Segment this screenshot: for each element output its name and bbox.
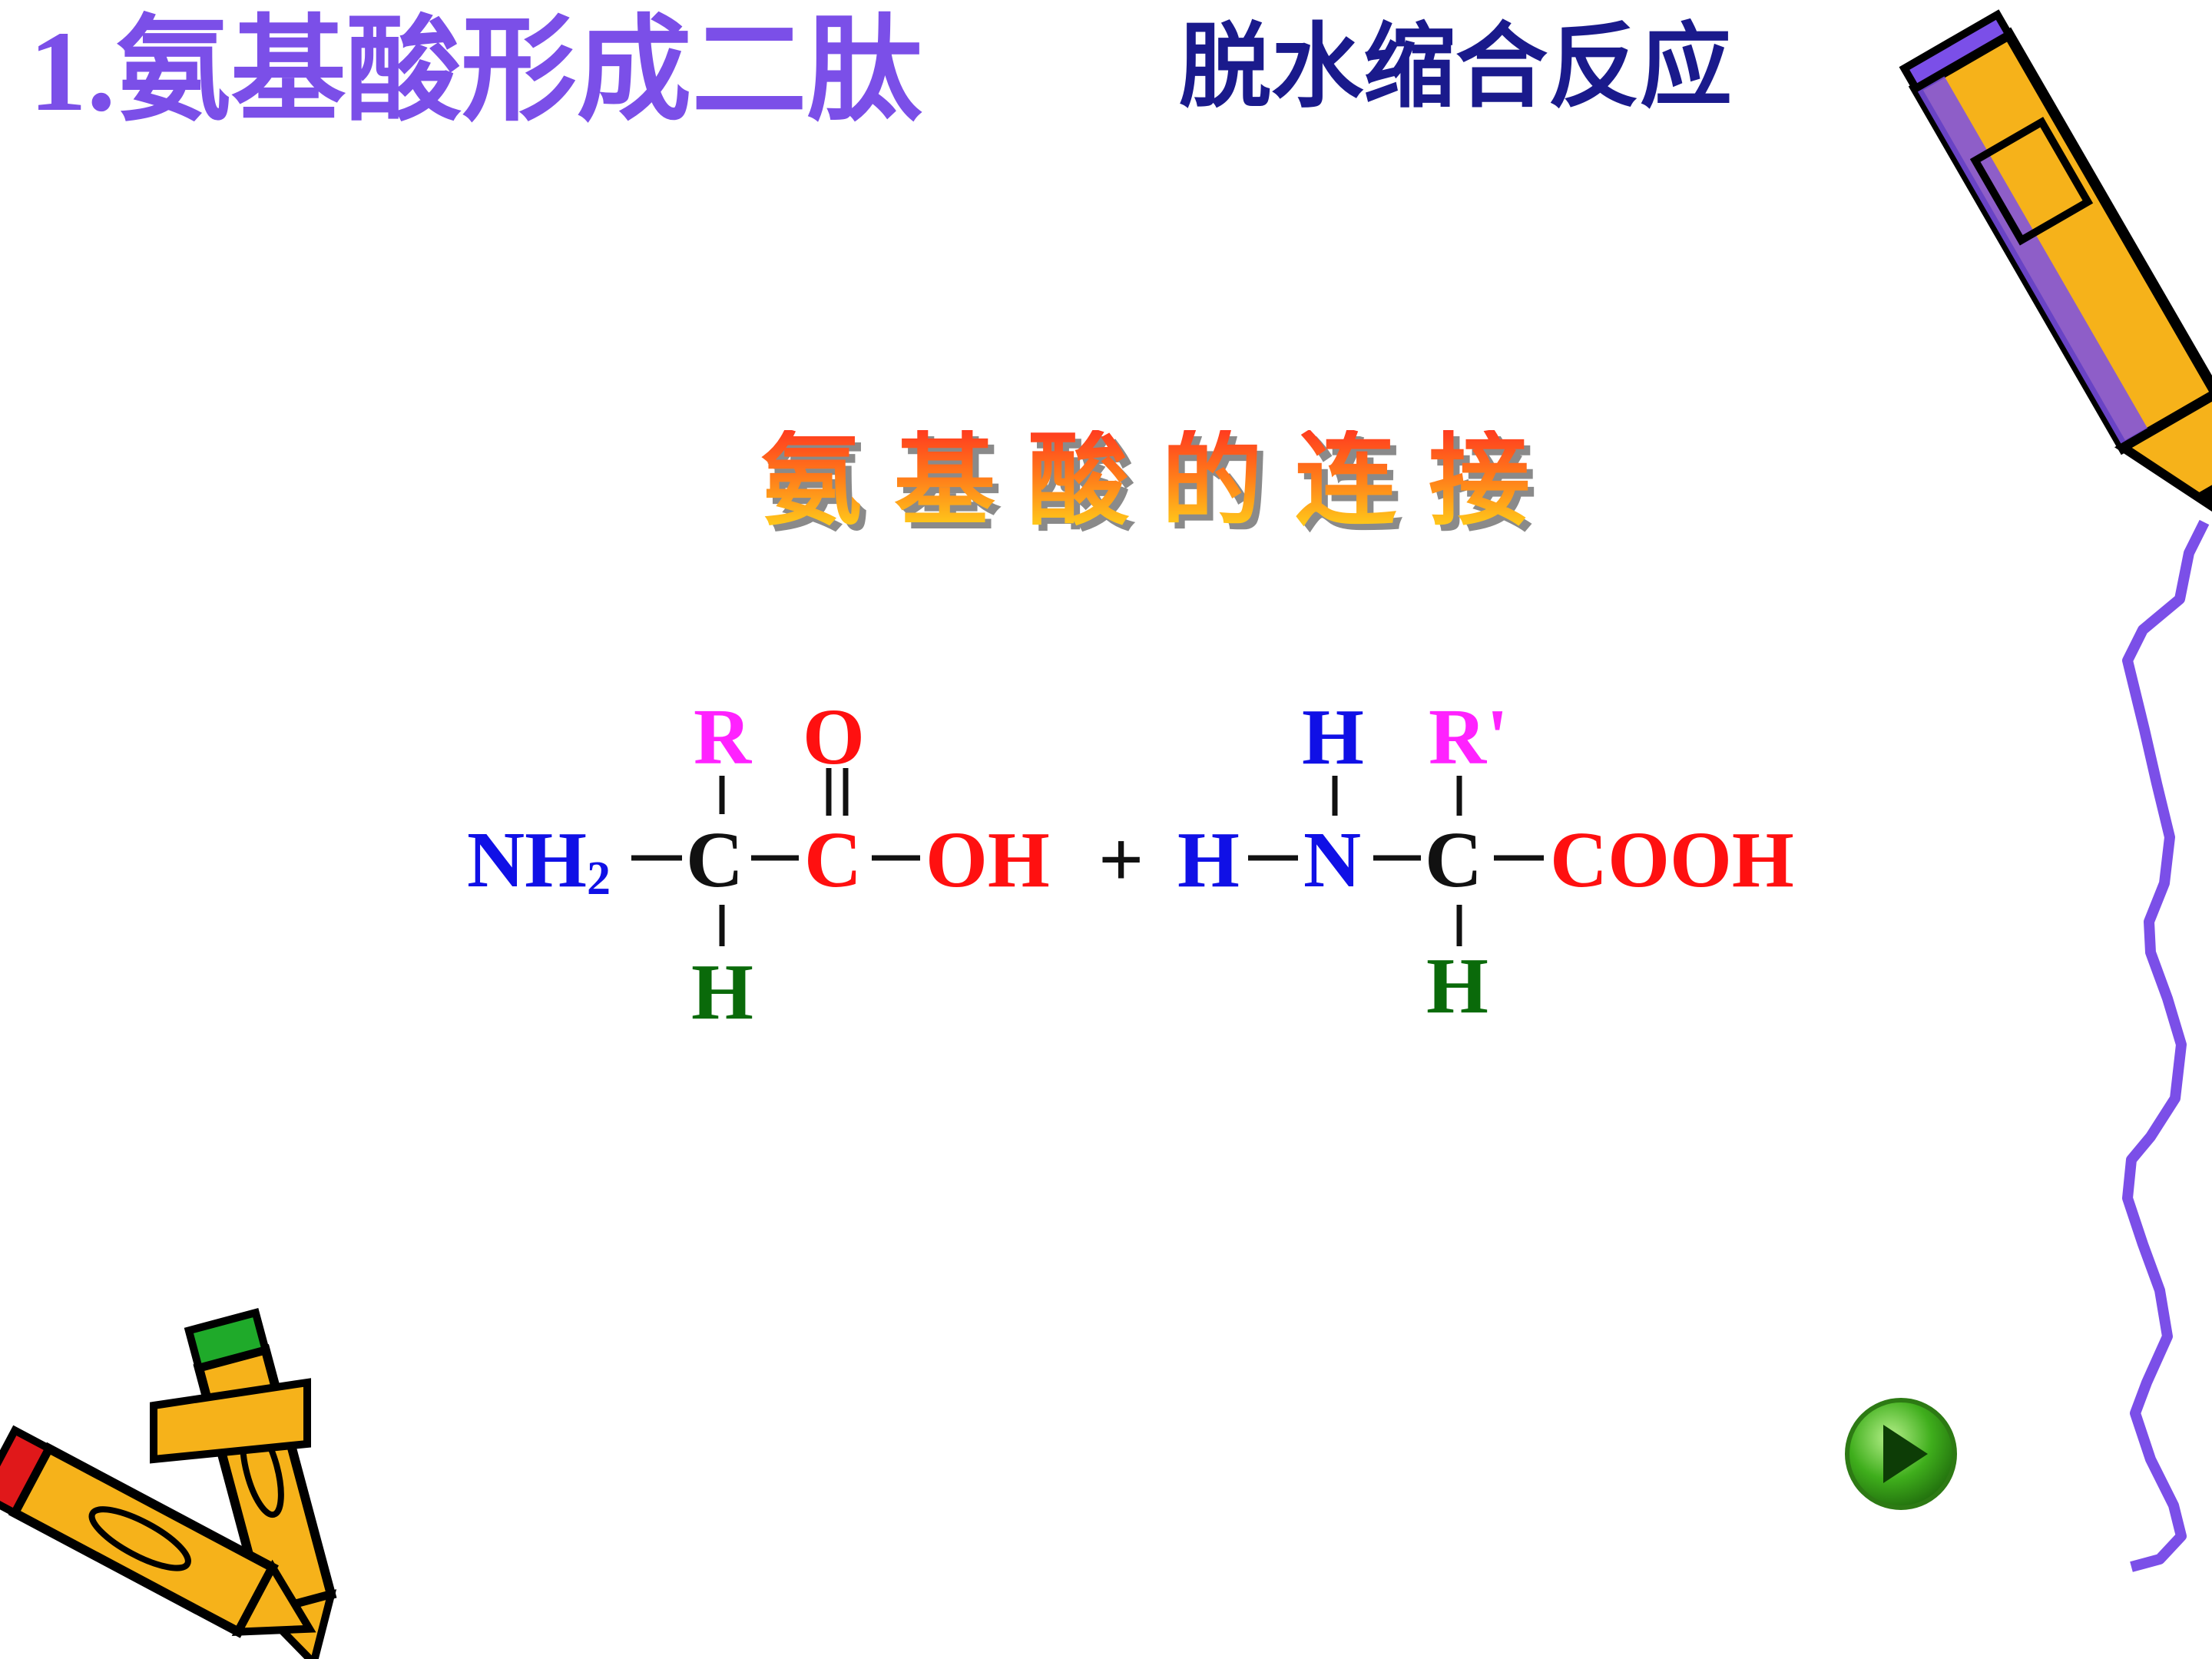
carboxyl-group-2: COOH (1550, 816, 1794, 904)
slide-title: 1.氨基酸形成二肽 (29, 8, 922, 135)
carbonyl-carbon-1: C (804, 816, 863, 904)
alpha-hydrogen-1: H (691, 948, 753, 1036)
side-chain-r: R (694, 693, 752, 781)
carbonyl-oxygen-1: O (803, 693, 865, 781)
amino-hydrogen-top: H (1302, 693, 1364, 781)
slide-subtitle: 脱水缩合反应 (1179, 14, 1732, 121)
alpha-carbon-2: C (1425, 816, 1483, 904)
side-chain-r-prime: R' (1429, 693, 1508, 781)
play-icon (1883, 1425, 1928, 1483)
nitrogen-2: N (1303, 816, 1362, 904)
wordart-heading: 氨基酸的连接 (760, 422, 1562, 540)
plus-sign: + (1098, 816, 1144, 904)
amino-hydrogen-left: H (1177, 816, 1240, 904)
alpha-carbon-1: C (686, 816, 744, 904)
hydroxyl-group-1: OH (926, 816, 1050, 904)
alpha-hydrogen-2: H (1426, 942, 1488, 1030)
amino-group-1: NH2 (467, 816, 611, 905)
